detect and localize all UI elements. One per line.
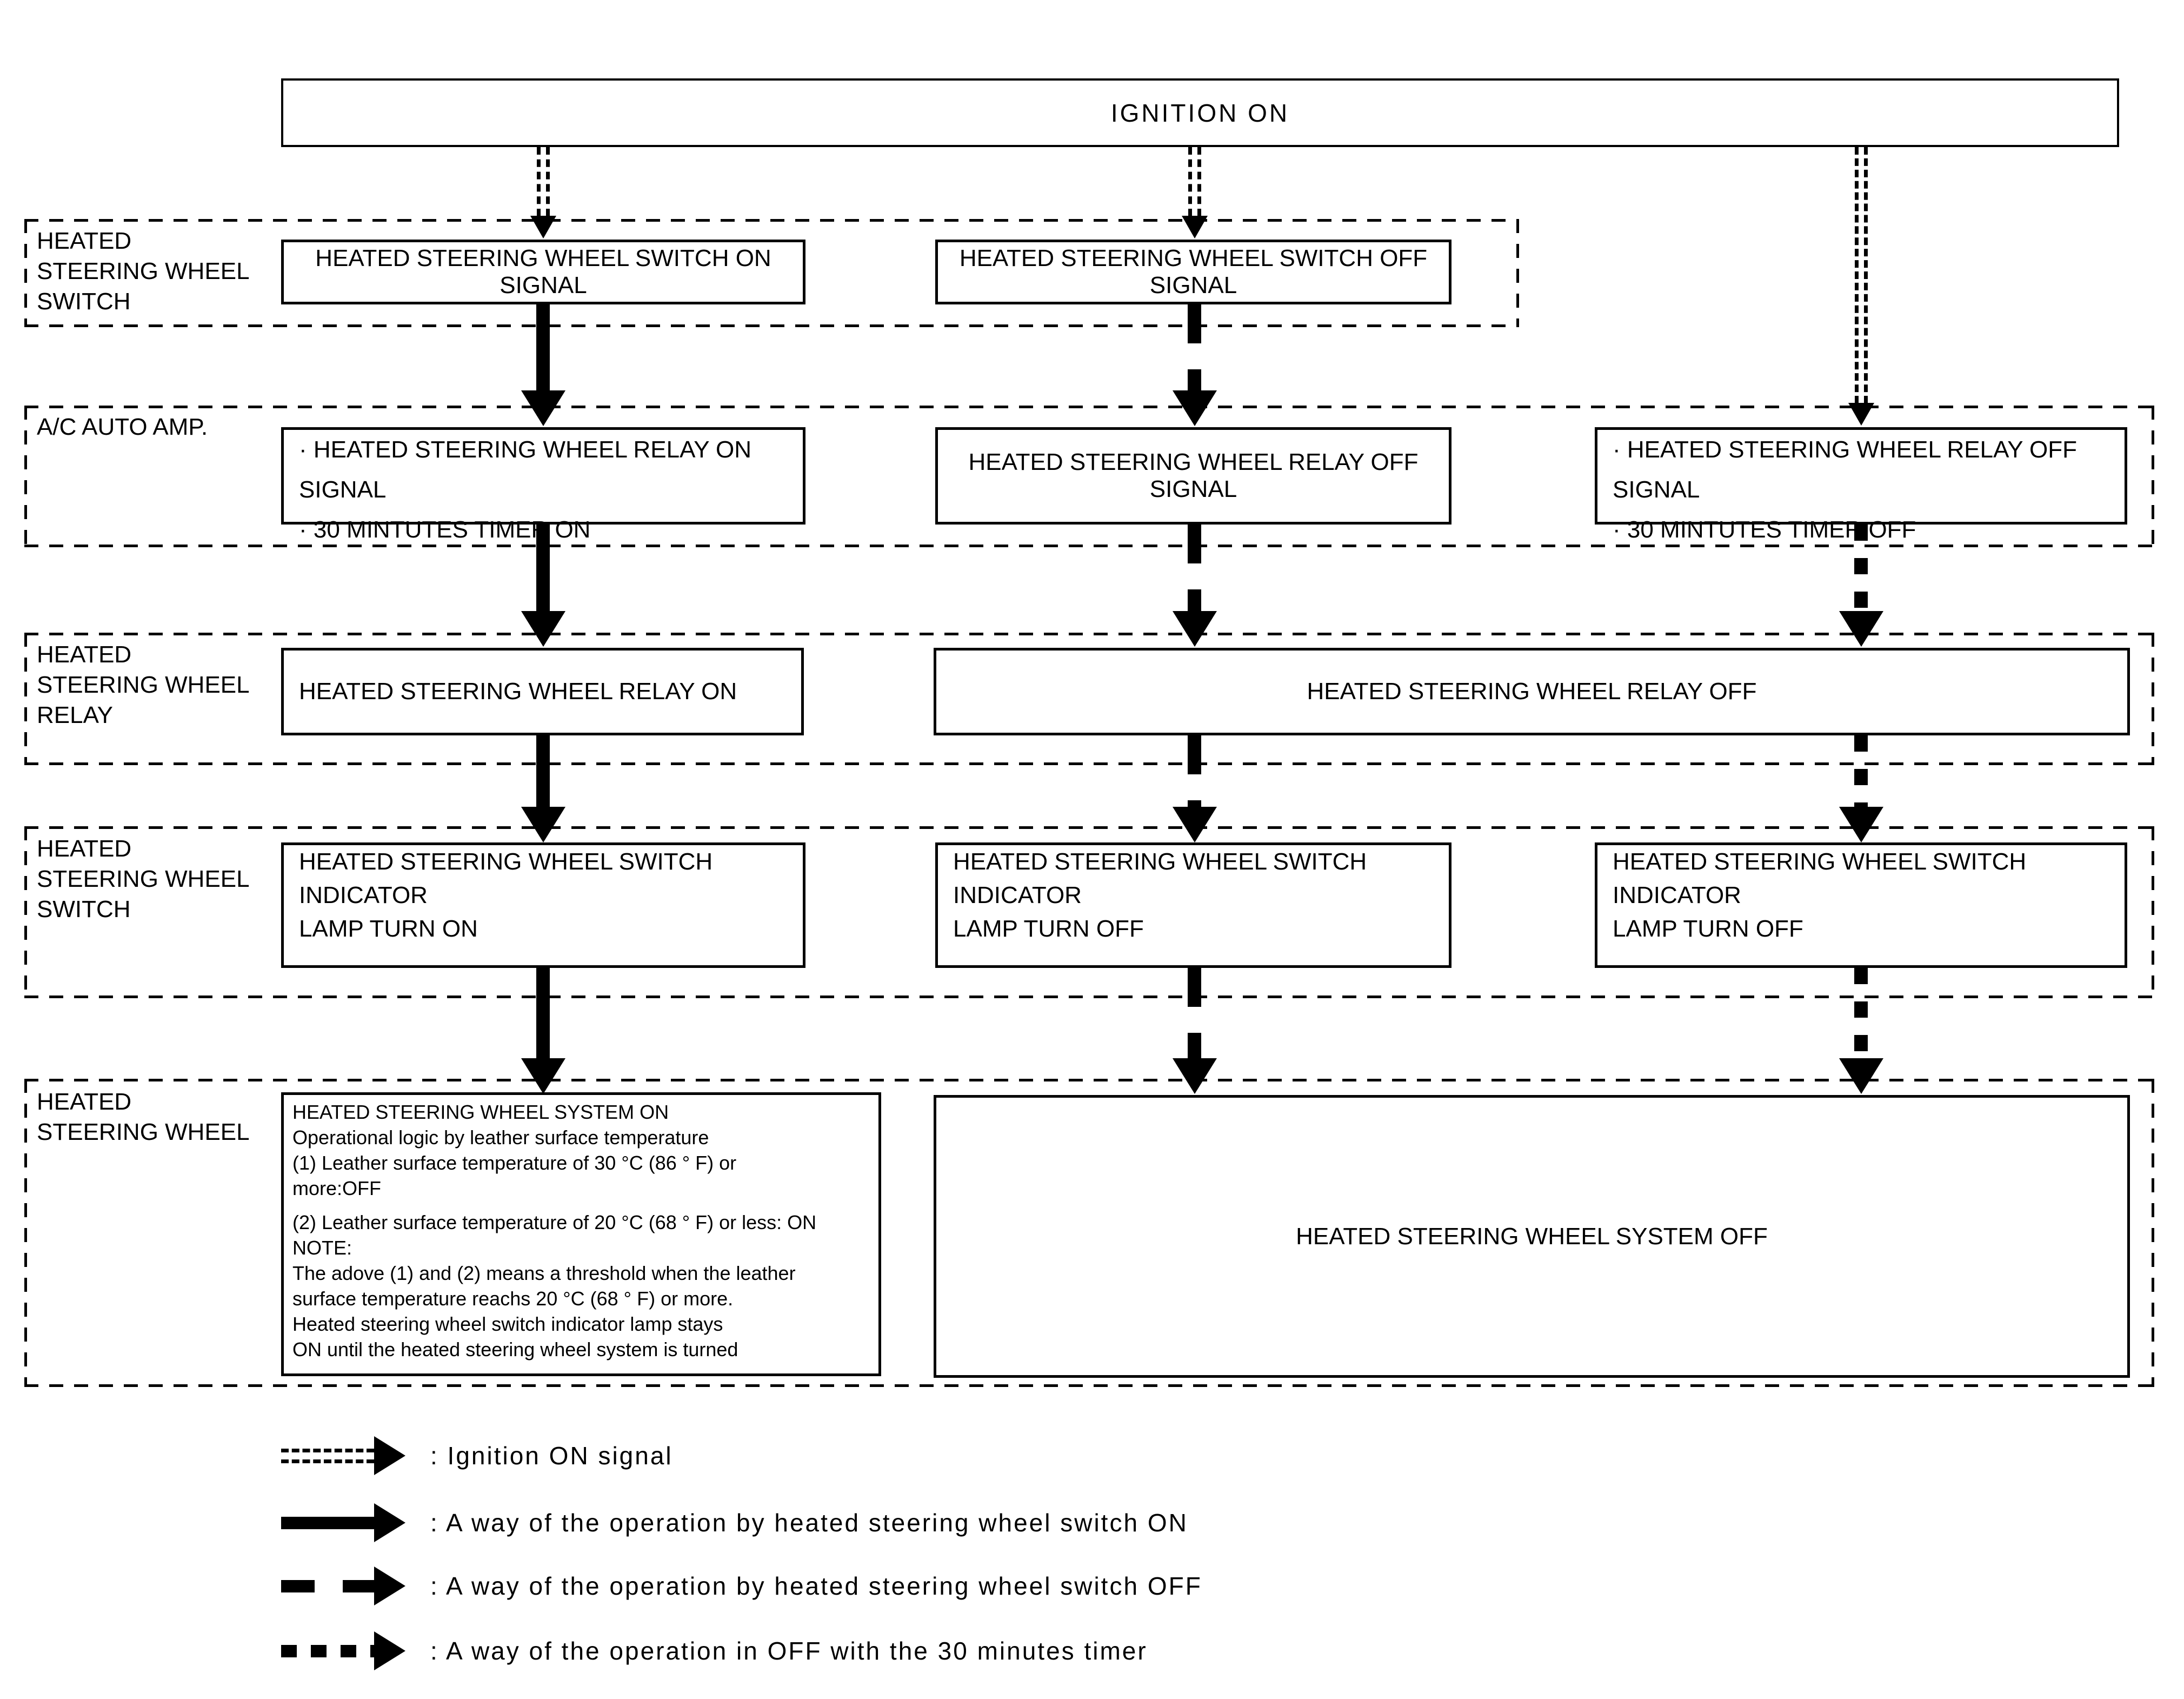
box-text: · 30 MINTUTES TIMER OFF — [1613, 516, 1916, 543]
section-label-heated-steering-wheel: HEATED STEERING WHEEL — [37, 1087, 250, 1147]
note-line: NOTE: — [292, 1237, 352, 1259]
box-system-on-note: HEATED STEERING WHEEL SYSTEM ON Operatio… — [281, 1092, 881, 1376]
arrow-switch-off-1 — [1188, 304, 1201, 392]
box-text: HEATED STEERING WHEEL SWITCH INDICATOR — [953, 848, 1367, 908]
legend-dashed-arrow-icon — [281, 1567, 405, 1605]
legend-solid-arrow-icon — [281, 1503, 405, 1542]
box-text: HEATED STEERING WHEEL SYSTEM OFF — [1296, 1223, 1768, 1250]
arrow-switch-off-3 — [1188, 735, 1201, 808]
arrow-switch-on-1 — [536, 304, 550, 392]
ignition-on-box: IGNITION ON — [281, 78, 2119, 147]
legend-text: : Ignition ON signal — [430, 1442, 673, 1470]
label-line: HEATED — [37, 641, 132, 668]
arrow-timer-off-3 — [1854, 968, 1868, 1060]
label-line: HEATED — [37, 835, 132, 862]
label-line: A/C AUTO AMP. — [37, 414, 208, 440]
legend-switch-on: : A way of the operation by heated steer… — [281, 1501, 1188, 1544]
note-line: surface temperature reachs 20 °C (68 ° F… — [292, 1287, 734, 1310]
label-line: SWITCH — [37, 288, 131, 315]
box-indicator-lamp-off-1: HEATED STEERING WHEEL SWITCH INDICATOR L… — [935, 842, 1451, 968]
note-line: Operational logic by leather surface tem… — [292, 1126, 709, 1149]
label-line: HEATED — [37, 228, 132, 254]
section-label-switch-bottom: HEATED STEERING WHEEL SWITCH — [37, 834, 250, 925]
arrow-switch-on-2 — [536, 525, 550, 612]
legend-timer-off: : A way of the operation in OFF with the… — [281, 1629, 1148, 1673]
box-text: HEATED STEERING WHEEL SWITCH INDICATOR — [1613, 848, 2027, 908]
legend-ignition-signal: : Ignition ON signal — [281, 1434, 673, 1477]
legend-ignition-arrow-icon — [281, 1436, 405, 1475]
note-line: (2) Leather surface temperature of 20 °C… — [292, 1211, 817, 1233]
legend-text: : A way of the operation by heated steer… — [430, 1509, 1188, 1537]
ignition-on-label: IGNITION ON — [1110, 98, 1290, 127]
box-relay-on: HEATED STEERING WHEEL RELAY ON — [281, 648, 804, 735]
label-line: STEERING WHEEL — [37, 258, 250, 284]
box-relay-off-signal: HEATED STEERING WHEEL RELAY OFF SIGNAL — [935, 427, 1451, 525]
legend-text: : A way of the operation in OFF with the… — [430, 1637, 1148, 1665]
box-text: HEATED STEERING WHEEL SWITCH INDICATOR — [299, 848, 713, 908]
box-text: HEATED STEERING WHEEL RELAY OFF SIGNAL — [968, 449, 1419, 502]
legend-dotted-arrow-icon — [281, 1631, 405, 1670]
note-line: (1) Leather surface temperature of 30 °C… — [292, 1152, 737, 1174]
box-text: LAMP TURN OFF — [953, 915, 1144, 942]
label-line: STEERING WHEEL — [37, 866, 250, 892]
label-line: HEATED — [37, 1089, 132, 1115]
label-line: STEERING WHEEL — [37, 672, 250, 698]
arrow-switch-on-3 — [536, 735, 550, 808]
label-line: STEERING WHEEL — [37, 1119, 250, 1145]
note-line: more:OFF — [292, 1177, 382, 1199]
ignition-signal-line-col2 — [1188, 147, 1201, 216]
section-label-ac-auto-amp: A/C AUTO AMP. — [37, 412, 208, 442]
note-line: HEATED STEERING WHEEL SYSTEM ON — [292, 1101, 669, 1123]
box-text: HEATED STEERING WHEEL RELAY ON — [299, 678, 737, 705]
box-text: · HEATED STEERING WHEEL RELAY OFF SIGNAL — [1613, 436, 2077, 503]
box-switch-on-signal: HEATED STEERING WHEEL SWITCH ON SIGNAL — [281, 240, 805, 304]
box-relay-off-signal-timer-off: · HEATED STEERING WHEEL RELAY OFF SIGNAL… — [1595, 427, 2127, 543]
box-text: · HEATED STEERING WHEEL RELAY ON SIGNAL — [299, 436, 751, 503]
section-label-switch-top: HEATED STEERING WHEEL SWITCH — [37, 226, 250, 317]
legend-switch-off: : A way of the operation by heated steer… — [281, 1564, 1202, 1608]
box-indicator-lamp-off-2: HEATED STEERING WHEEL SWITCH INDICATOR L… — [1595, 842, 2127, 968]
arrow-switch-off-4 — [1188, 968, 1201, 1060]
box-text: HEATED STEERING WHEEL RELAY OFF — [1307, 678, 1757, 705]
arrow-timer-off-1 — [1854, 525, 1868, 612]
arrow-switch-off-2 — [1188, 525, 1201, 612]
box-relay-on-signal-timer-on: · HEATED STEERING WHEEL RELAY ON SIGNAL … — [281, 427, 805, 543]
box-text: HEATED STEERING WHEEL SWITCH ON SIGNAL — [315, 245, 771, 298]
box-text: HEATED STEERING WHEEL SWITCH OFF SIGNAL — [959, 245, 1428, 298]
arrow-timer-off-2 — [1854, 735, 1868, 808]
legend-text: : A way of the operation by heated steer… — [430, 1572, 1202, 1600]
box-relay-off: HEATED STEERING WHEEL RELAY OFF — [934, 648, 2130, 735]
section-label-relay: HEATED STEERING WHEEL RELAY — [37, 640, 250, 731]
box-indicator-lamp-on: HEATED STEERING WHEEL SWITCH INDICATOR L… — [281, 842, 805, 968]
label-line: SWITCH — [37, 896, 131, 922]
box-text: LAMP TURN OFF — [1613, 915, 1803, 942]
box-text: LAMP TURN ON — [299, 915, 478, 942]
box-system-off: HEATED STEERING WHEEL SYSTEM OFF — [934, 1095, 2130, 1378]
ignition-signal-line-col1 — [537, 147, 550, 216]
note-line: ON until the heated steering wheel syste… — [292, 1338, 738, 1360]
ignition-signal-line-col3 — [1855, 147, 1868, 403]
note-line: The adove (1) and (2) means a threshold … — [292, 1262, 796, 1284]
label-line: RELAY — [37, 702, 114, 728]
arrow-switch-on-4 — [536, 968, 550, 1060]
box-switch-off-signal: HEATED STEERING WHEEL SWITCH OFF SIGNAL — [935, 240, 1451, 304]
note-line: Heated steering wheel switch indicator l… — [292, 1313, 723, 1335]
